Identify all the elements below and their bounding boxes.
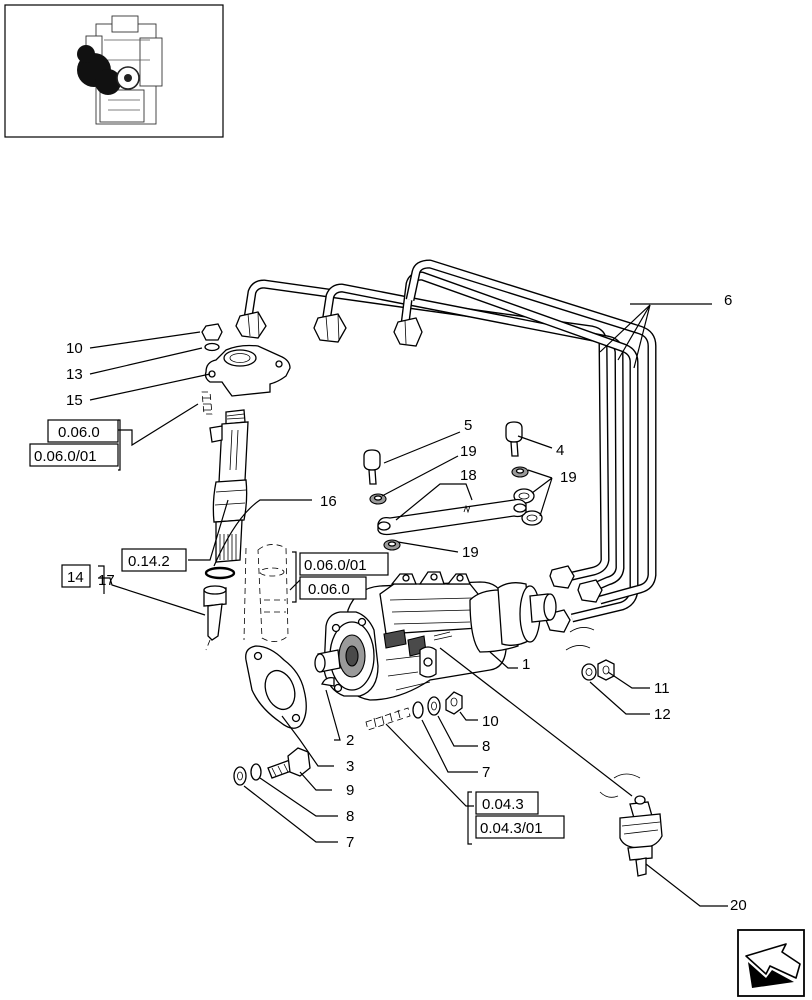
pump-key — [321, 676, 335, 687]
engine-thumbnail-icon[interactable] — [4, 4, 224, 138]
callout-label[interactable]: 7 — [346, 834, 354, 851]
svg-text:0.06.0/01: 0.06.0/01 — [304, 557, 367, 574]
linkage-bolt-5 — [363, 449, 381, 485]
callout-label[interactable]: 18 — [460, 467, 477, 484]
pipe-nut — [393, 317, 423, 347]
injection-pipe-set — [235, 259, 657, 633]
wire-break-mark — [599, 773, 641, 798]
injection-pump-body — [314, 571, 557, 701]
callout-labels: 10 13 15 16 17 6 5 4 19 19 18 19 1 2 3 9… — [66, 292, 747, 914]
leader-lines — [89, 303, 728, 907]
callout-label[interactable]: 7 — [482, 764, 490, 781]
svg-text:0.06.0: 0.06.0 — [58, 424, 100, 441]
callout-label[interactable]: 12 — [654, 706, 671, 723]
injector-clamp-bracket — [204, 344, 291, 397]
stud-nut — [201, 323, 223, 352]
linkage-rod — [377, 498, 527, 536]
callout-label[interactable]: 1 — [522, 656, 530, 673]
callout-label[interactable]: 3 — [346, 758, 354, 775]
fuel-injector — [209, 409, 249, 563]
reference-link[interactable]: 0.06.0/01 — [29, 443, 119, 467]
pipe-break-mark — [565, 627, 595, 651]
callout-label[interactable]: 10 — [482, 713, 499, 730]
banjo-nuts — [581, 659, 615, 681]
pump-stud — [365, 707, 411, 731]
callout-label: 14 — [67, 569, 84, 586]
pump-bolt-set — [233, 747, 311, 786]
reference-link[interactable]: 0.14.2 — [121, 548, 187, 572]
injector-o-ring — [204, 566, 236, 580]
injector-nozzle — [203, 585, 227, 651]
pipe-nut — [235, 311, 267, 339]
callout-label[interactable]: 8 — [346, 808, 354, 825]
reference-boxes: 0.06.0 0.06.0/01 0.14.2 14 0.06.0/01 0.0… — [29, 419, 565, 839]
callout-label[interactable]: 20 — [730, 897, 747, 914]
callout-label[interactable]: 19 — [560, 469, 577, 486]
next-page-arrow-icon[interactable] — [737, 929, 805, 997]
linkage-bolt-4 — [505, 421, 523, 457]
injector-axis-line — [243, 547, 247, 641]
callout-label[interactable]: 10 — [66, 340, 83, 357]
svg-text:0.06.0: 0.06.0 — [308, 581, 350, 598]
reference-link[interactable]: 0.06.0/01 — [299, 552, 389, 576]
svg-text:0.04.3/01: 0.04.3/01 — [480, 820, 543, 837]
linkage-washers — [369, 466, 543, 551]
callout-label[interactable]: 11 — [654, 680, 670, 697]
callout-label[interactable]: 8 — [482, 738, 490, 755]
injector-sleeve-ghost — [257, 544, 289, 642]
pipe-nut — [313, 313, 347, 343]
callout-label[interactable]: 2 — [346, 732, 354, 749]
callout-label[interactable]: 9 — [346, 782, 354, 799]
svg-text:0.06.0/01: 0.06.0/01 — [34, 448, 97, 465]
reference-link[interactable]: 0.04.3 — [475, 791, 539, 815]
reference-link[interactable]: 14 — [61, 564, 91, 588]
callout-label[interactable]: 5 — [464, 417, 472, 434]
clamp-stud — [201, 391, 213, 415]
svg-text:0.04.3: 0.04.3 — [482, 796, 524, 813]
svg-text:0.14.2: 0.14.2 — [128, 553, 170, 570]
pump-stud-washers — [412, 691, 463, 719]
stop-solenoid — [619, 795, 663, 877]
callout-label[interactable]: 17 — [98, 572, 115, 589]
reference-link[interactable]: 0.06.0 — [299, 576, 367, 600]
callout-label[interactable]: 4 — [556, 442, 564, 459]
pump-flange-gasket — [245, 645, 307, 729]
reference-link[interactable]: 0.06.0 — [47, 419, 119, 443]
solenoid-wire — [439, 647, 633, 797]
callout-label[interactable]: 19 — [460, 443, 477, 460]
callout-label[interactable]: 19 — [462, 544, 479, 561]
callout-label[interactable]: 15 — [66, 392, 83, 409]
callout-label[interactable]: 16 — [320, 493, 337, 510]
callout-label[interactable]: 13 — [66, 366, 83, 383]
reference-link[interactable]: 0.04.3/01 — [475, 815, 565, 839]
callout-label[interactable]: 6 — [724, 292, 732, 309]
